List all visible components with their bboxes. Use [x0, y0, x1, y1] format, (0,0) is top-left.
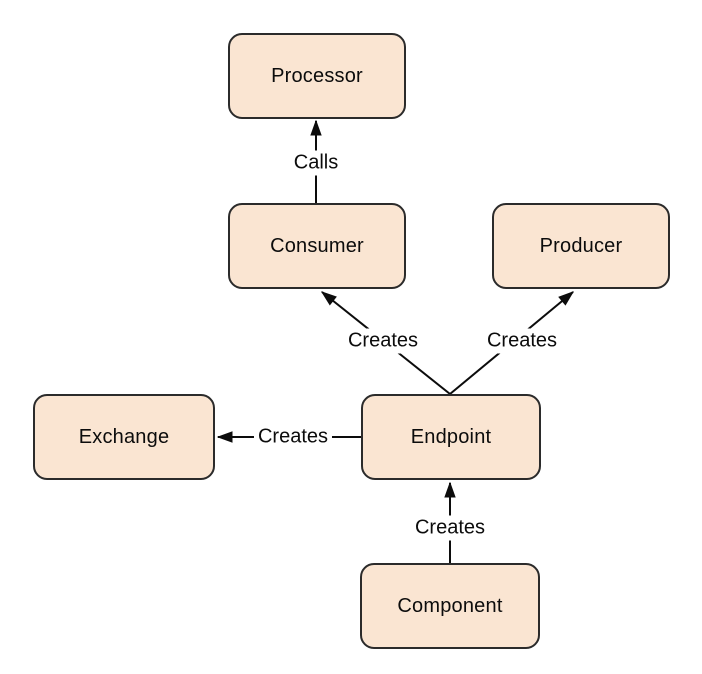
edge-label-creates-exchange: Creates: [253, 424, 333, 450]
node-processor-label: Processor: [271, 64, 363, 87]
node-processor: Processor: [228, 33, 406, 119]
node-consumer-label: Consumer: [270, 234, 364, 257]
node-consumer: Consumer: [228, 203, 406, 289]
edge-label-creates-consumer: Creates: [343, 328, 423, 354]
node-component: Component: [360, 563, 540, 649]
node-exchange-label: Exchange: [78, 425, 170, 448]
node-producer: Producer: [492, 203, 670, 289]
edge-label-calls: Calls: [289, 150, 343, 176]
edge-label-creates-producer: Creates: [482, 328, 562, 354]
node-endpoint: Endpoint: [361, 394, 541, 480]
node-producer-label: Producer: [539, 234, 623, 257]
edge-label-creates-endpoint: Creates: [410, 515, 490, 541]
node-exchange: Exchange: [33, 394, 215, 480]
node-component-label: Component: [397, 594, 503, 617]
node-endpoint-label: Endpoint: [410, 425, 492, 448]
